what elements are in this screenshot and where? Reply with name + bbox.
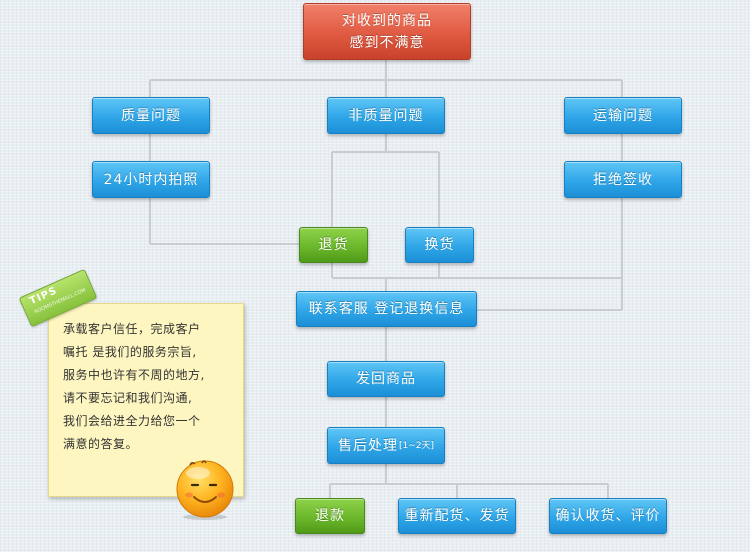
node-contact-customer-service: 联系客服 登记退换信息 <box>296 291 477 327</box>
node-send-back-goods: 发回商品 <box>327 361 445 397</box>
node-unsatisfied-line1: 对收到的商品 <box>342 12 432 29</box>
node-exchange-goods: 换货 <box>405 227 474 263</box>
node-return-goods: 退货 <box>299 227 368 263</box>
tips-line: 满意的答复。 <box>63 437 139 451</box>
node-unsatisfied-line2: 感到不满意 <box>349 34 425 51</box>
node-reship: 重新配货、发货 <box>398 498 516 534</box>
tips-line: 嘱托 是我们的服务宗旨, <box>63 345 197 359</box>
node-after-sales-handling: 售后处理[1~2天] <box>327 427 445 464</box>
node-refund: 退款 <box>295 498 365 534</box>
node-quality-issue: 质量问题 <box>92 97 210 134</box>
tips-line: 承载客户信任，完成客户 <box>63 322 201 336</box>
node-non-quality-issue: 非质量问题 <box>327 97 445 134</box>
tips-line: 请不要忘记和我们沟通, <box>63 391 193 405</box>
smiley-face-icon <box>176 460 234 520</box>
tips-line: 服务中也许有不周的地方, <box>63 368 205 382</box>
tips-line: 我们会给进全力给您一个 <box>63 414 201 428</box>
node-after-sales-label: 售后处理 <box>337 437 398 454</box>
tips-note: 承载客户信任，完成客户 嘱托 是我们的服务宗旨, 服务中也许有不周的地方, 请不… <box>48 303 244 497</box>
node-photo-within-24h: 24小时内拍照 <box>92 161 210 198</box>
node-refuse-signing: 拒绝签收 <box>564 161 682 198</box>
node-after-sales-duration: [1~2天] <box>398 440 435 451</box>
node-shipping-issue: 运输问题 <box>564 97 682 134</box>
node-confirm-receipt-review: 确认收货、评价 <box>549 498 667 534</box>
node-unsatisfied-with-goods: 对收到的商品 感到不满意 <box>303 3 471 60</box>
